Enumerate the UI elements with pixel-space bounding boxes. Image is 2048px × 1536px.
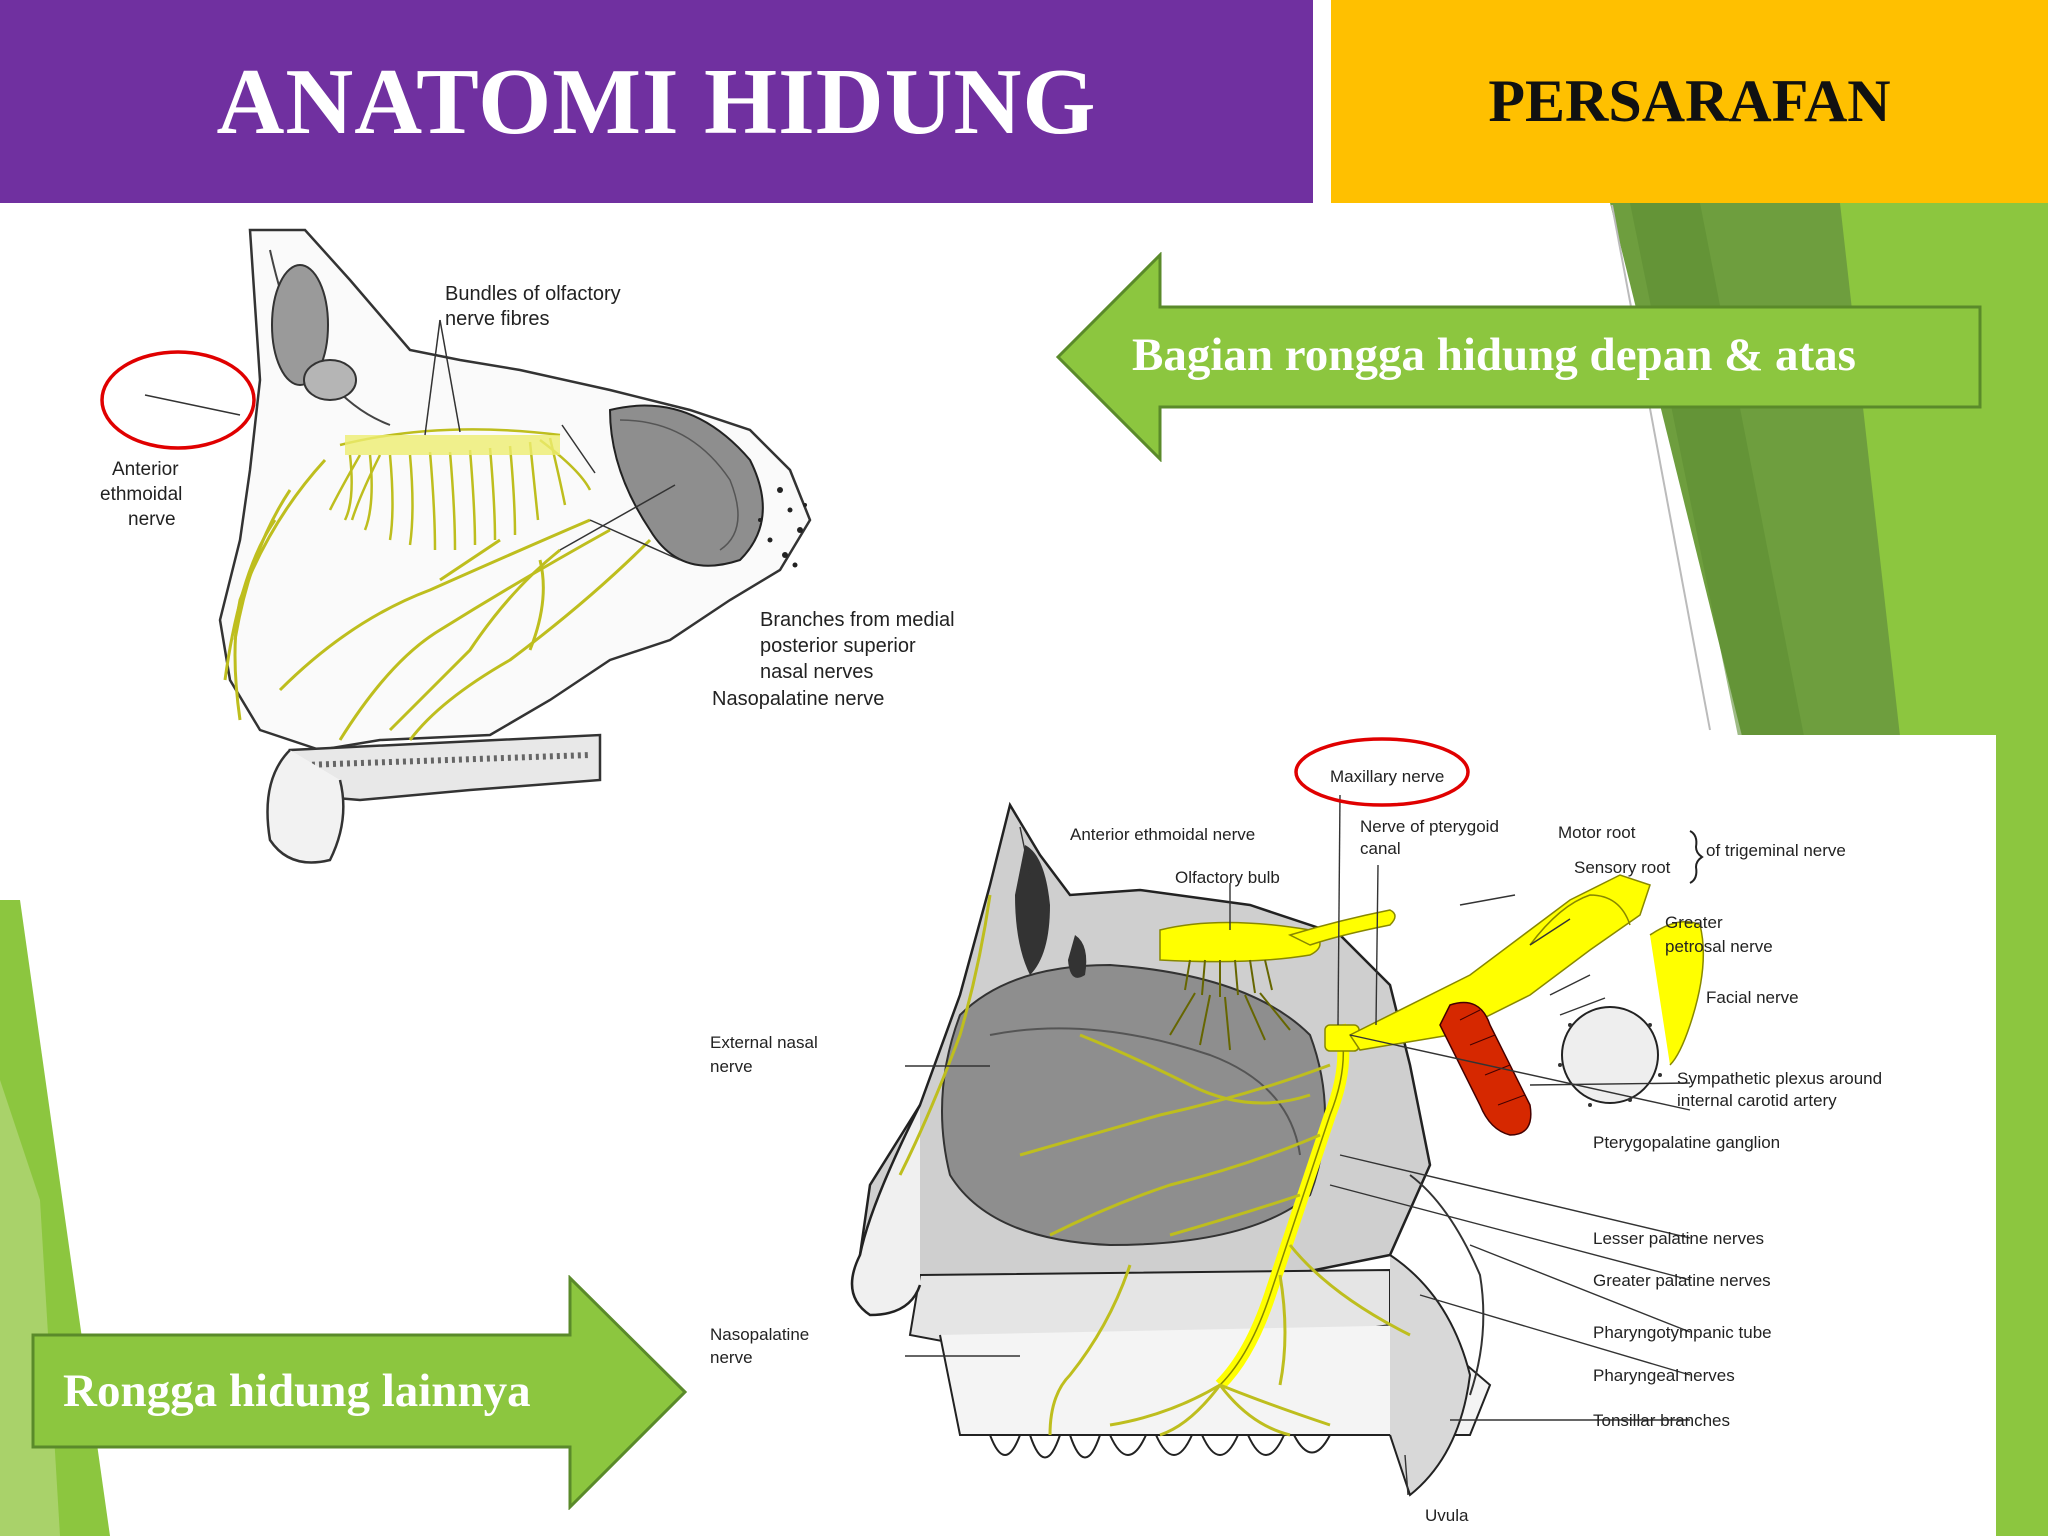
label-pterygoid-l1: Nerve of pterygoid xyxy=(1360,817,1499,836)
label-pharyngotympanic: Pharyngotympanic tube xyxy=(1593,1323,1772,1342)
callout-upper-text: Bagian rongga hidung depan & atas xyxy=(1132,329,1856,381)
label-trigeminal: of trigeminal nerve xyxy=(1706,841,1846,860)
label-sympathetic-l2: internal carotid artery xyxy=(1677,1091,1837,1110)
label-maxillary: Maxillary nerve xyxy=(1330,767,1444,786)
label-sympathetic-l1: Sympathetic plexus around xyxy=(1677,1069,1882,1088)
label-anterior-ethmoidal-l2: ethmoidal xyxy=(100,484,182,505)
label-branches-l2: posterior superior xyxy=(760,635,916,657)
label-olfactory-l1: Bundles of olfactory xyxy=(445,283,621,305)
label-nasopalatine-l2: nerve xyxy=(710,1348,753,1367)
label-uvula: Uvula xyxy=(1425,1506,1469,1525)
section-tag: PERSARAFAN xyxy=(1488,68,1891,134)
label-olfactory-l2: nerve fibres xyxy=(445,308,550,330)
label-olfactory-bulb: Olfactory bulb xyxy=(1175,868,1280,887)
callout-arrow-upper xyxy=(1055,252,1982,462)
label-lesser-palatine: Lesser palatine nerves xyxy=(1593,1229,1764,1248)
callout-arrow-lower xyxy=(31,1275,688,1510)
label-tonsillar: Tonsillar branches xyxy=(1593,1411,1730,1430)
slide-title: ANATOMI HIDUNG xyxy=(216,49,1097,154)
label-greater-petrosal-l1: Greater xyxy=(1665,913,1723,932)
label-facial: Facial nerve xyxy=(1706,988,1799,1007)
label-pterygopalatine: Pterygopalatine ganglion xyxy=(1593,1133,1780,1152)
label-nasopalatine-l1: Nasopalatine xyxy=(710,1325,809,1344)
label-greater-petrosal-l2: petrosal nerve xyxy=(1665,937,1773,956)
label-external-nasal-l2: nerve xyxy=(710,1057,753,1076)
label-nasopalatine: Nasopalatine nerve xyxy=(712,688,884,710)
label-pterygoid-l2: canal xyxy=(1360,839,1401,858)
label-branches-l3: nasal nerves xyxy=(760,661,873,683)
label-greater-palatine: Greater palatine nerves xyxy=(1593,1271,1771,1290)
label-branches-l1: Branches from medial xyxy=(760,609,955,631)
label-anterior-ethmoidal-l3: nerve xyxy=(128,509,176,530)
label-pharyngeal: Pharyngeal nerves xyxy=(1593,1366,1735,1385)
label-external-nasal-l1: External nasal xyxy=(710,1033,818,1052)
callout-lower-text: Rongga hidung lainnya xyxy=(63,1365,531,1417)
label-sensory-root: Sensory root xyxy=(1574,858,1671,877)
label-anterior-ethmoidal-l1: Anterior xyxy=(112,459,179,480)
diagram-bottom-lateral-wall: Maxillary nerve Anterior ethmoidal nerve… xyxy=(690,735,1996,1536)
label-anterior-ethmoidal: Anterior ethmoidal nerve xyxy=(1070,825,1255,844)
label-motor-root: Motor root xyxy=(1558,823,1636,842)
section-tag-bar: PERSARAFAN xyxy=(1331,0,2048,203)
title-bar: ANATOMI HIDUNG xyxy=(0,0,1313,203)
